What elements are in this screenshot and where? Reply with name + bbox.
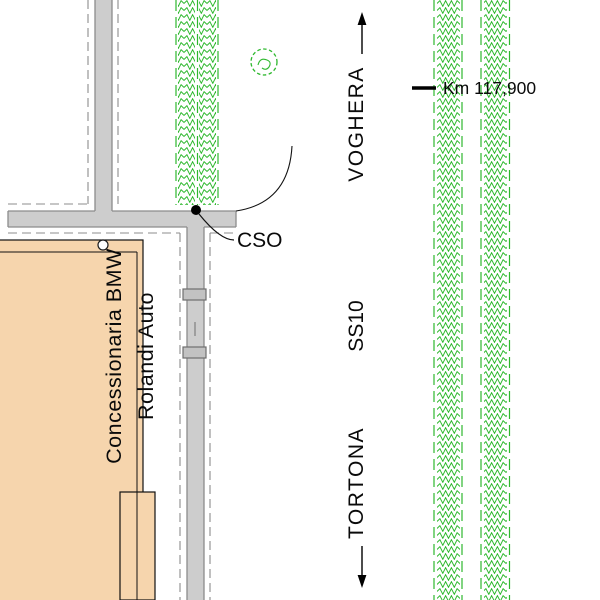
- dealer-name-line1: Concessionaria BMW: [102, 248, 126, 464]
- km-marker: Km 117,900: [412, 78, 536, 98]
- road-ss10-label: SS10: [345, 300, 368, 351]
- road-culvert-marker: [182, 288, 207, 301]
- tree-icon: [250, 48, 278, 76]
- road-culvert-marker: [182, 346, 207, 359]
- building-dealer: [0, 239, 156, 600]
- curb-return-arc: [235, 145, 293, 212]
- building-corner-circle: [97, 239, 109, 251]
- tree-canopy-outline: [250, 48, 278, 76]
- direction-tortona-label: TORTONA: [345, 427, 368, 539]
- dealer-name-line2: Rolandi Auto: [134, 292, 158, 420]
- junction-cso: CSO: [191, 145, 293, 252]
- cso-label: CSO: [237, 229, 283, 252]
- arrow-head: [357, 12, 367, 25]
- building-footprint: [0, 239, 144, 600]
- road-driveway-band: [187, 227, 204, 600]
- arrow-up-icon: [357, 12, 367, 54]
- vegetation-hatch-strip: [199, 0, 216, 205]
- tree-canopy-detail: [257, 58, 271, 70]
- road-north-band: [95, 0, 112, 211]
- vegetation-hatch-strip: [484, 0, 507, 600]
- vegetation-hatch-strip: [437, 0, 460, 600]
- cso-leader-line: [198, 213, 235, 241]
- arrow-down-icon: [357, 546, 367, 588]
- vegetation: [175, 0, 511, 600]
- vegetation-hatch-strip: [178, 0, 195, 205]
- road-access-band: [8, 211, 236, 227]
- junction-dot: [191, 205, 201, 215]
- km-marker-label: Km 117,900: [443, 78, 536, 98]
- arrow-head: [357, 575, 367, 588]
- direction-voghera-label: VOGHERA: [345, 66, 368, 182]
- roads: [7, 0, 237, 600]
